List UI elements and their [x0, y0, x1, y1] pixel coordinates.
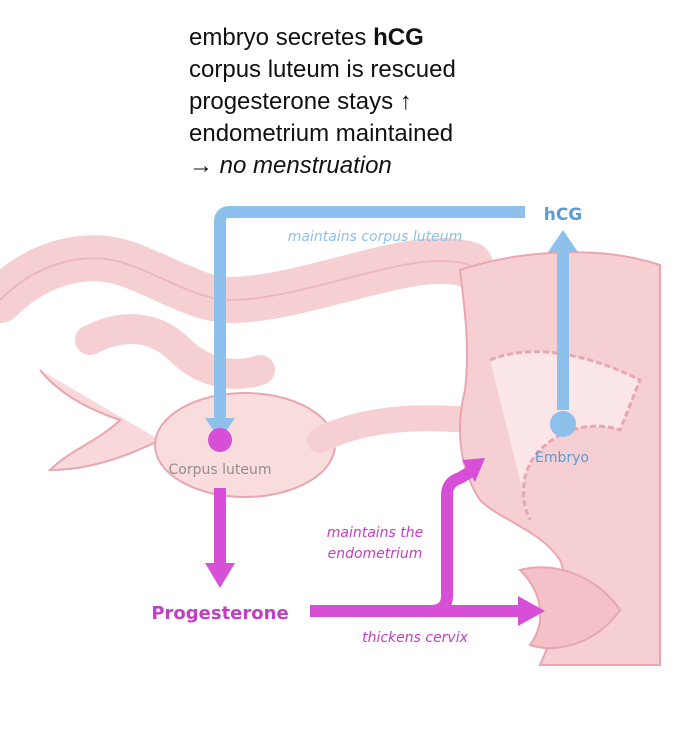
progesterone-label: Progesterone — [151, 603, 288, 624]
note-line-1: embryo secretes hCG — [189, 24, 424, 51]
progesterone-pathway — [205, 458, 545, 626]
cervix-arrowhead — [518, 596, 545, 626]
hcg-label: hCG — [544, 205, 583, 225]
endometrium-label-line1: maintains the — [327, 525, 424, 541]
note-line-4: endometrium maintained — [189, 120, 454, 147]
endometrium-label-line2: endometrium — [328, 546, 423, 562]
hcg-up-arrowhead — [548, 230, 578, 252]
endometrium-arrowhead — [462, 458, 485, 482]
hcg-pathway-label: maintains corpus luteum — [288, 229, 462, 245]
note-line-3: progesterone stays ↑ — [189, 88, 412, 115]
cervix-label: thickens cervix — [362, 630, 469, 646]
note-line-2: corpus luteum is rescued — [189, 56, 456, 83]
progesterone-down-arrowhead — [205, 563, 235, 588]
embryo-dot — [550, 411, 576, 437]
explanation-text: embryo secretes hCG corpus luteum is res… — [189, 22, 456, 182]
corpus-luteum-label: Corpus luteum — [169, 462, 272, 478]
note-line-5: → no menstruation — [189, 152, 392, 179]
uterus-illustration — [0, 235, 661, 666]
hcg-pathway — [205, 206, 578, 440]
corpus-luteum-dot — [208, 428, 232, 452]
embryo-label: Embryo — [535, 450, 589, 466]
hcg-bold-text: hCG — [373, 24, 424, 51]
